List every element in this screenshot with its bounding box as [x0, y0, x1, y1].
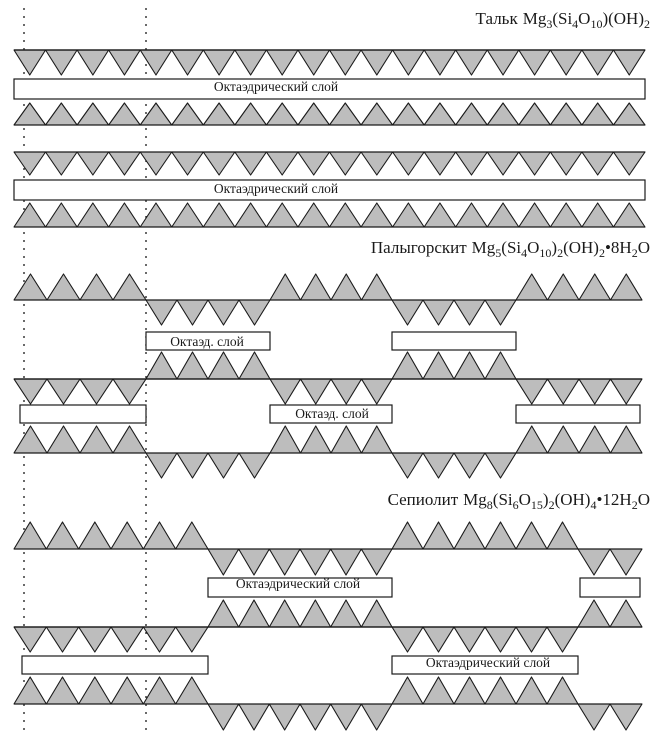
formula-part: (Si	[552, 9, 572, 28]
formula-part: (OH)	[563, 238, 599, 257]
talc-formula: Mg3(Si4O10)(OH)2	[523, 9, 650, 31]
formula-part: 2	[644, 17, 650, 31]
palygorskite-name: Палыгорскит	[371, 238, 467, 257]
sepiolite-octahedral-slab-2	[580, 578, 640, 597]
tetrahedron-strip	[516, 426, 642, 453]
formula-part: (OH)	[555, 490, 591, 509]
tetrahedron-strip	[578, 704, 642, 730]
formula-part: (Si	[501, 238, 521, 257]
formula-part: Mg	[463, 490, 487, 509]
palygorskite-octahedral-slab-3	[20, 405, 146, 423]
formula-part: O	[638, 238, 650, 257]
formula-part: O	[638, 490, 650, 509]
tetrahedron-strip	[516, 379, 642, 404]
tetrahedron-strip	[270, 379, 392, 404]
talc-structure	[14, 50, 645, 227]
tetrahedron-strip	[14, 152, 645, 175]
palygorskite-title: Палыгорскит Mg5(Si4O10)2(OH)2•8H2O	[371, 238, 650, 260]
formula-part: Mg	[523, 9, 547, 28]
palygorskite-structure	[14, 274, 642, 478]
palygorskite-octahedral-slab-5	[516, 405, 640, 423]
tetrahedron-strip	[392, 352, 516, 379]
tetrahedron-strip	[14, 379, 146, 404]
tetrahedron-strip	[270, 426, 392, 453]
formula-part: •8H	[605, 238, 632, 257]
sepiolite-formula: Mg8(Si6O15)2(OH)4•12H2O	[463, 490, 650, 512]
sepiolite-layer-label-2: Октаэдрический слой	[426, 655, 550, 670]
sepiolite-octahedral-slab-3	[22, 656, 208, 674]
tetrahedron-strip	[578, 549, 642, 575]
sepiolite-structure	[14, 522, 642, 730]
formula-part: )(OH)	[602, 9, 644, 28]
tetrahedron-strip	[146, 352, 270, 379]
formula-part: (Si	[493, 490, 513, 509]
formula-part: •12H	[596, 490, 631, 509]
tetrahedron-strip	[14, 677, 208, 704]
sepiolite-name: Сепиолит	[388, 490, 459, 509]
formula-part: 15	[531, 498, 543, 512]
formula-part: O	[578, 9, 590, 28]
tetrahedron-strip	[270, 274, 392, 300]
tetrahedron-strip	[14, 627, 208, 652]
talc-name: Тальк	[476, 9, 519, 28]
tetrahedron-strip	[146, 300, 270, 325]
formula-part: Mg	[472, 238, 496, 257]
tetrahedron-strip	[14, 274, 146, 300]
palygorskite-formula: Mg5(Si4O10)2(OH)2•8H2O	[472, 238, 650, 260]
formula-part: 10	[590, 17, 602, 31]
tetrahedron-strip	[14, 426, 146, 453]
tetrahedron-strip	[208, 704, 392, 730]
tetrahedron-strip	[208, 600, 392, 627]
tetrahedron-strip	[516, 274, 642, 300]
tetrahedron-strip	[392, 300, 516, 325]
tetrahedron-strip	[392, 627, 578, 652]
tetrahedron-strip	[146, 453, 270, 478]
talc-layer-label-1: Октаэдрический слой	[214, 79, 338, 94]
tetrahedron-strip	[14, 522, 208, 549]
tetrahedron-strip	[14, 50, 645, 75]
formula-part: 10	[539, 246, 551, 260]
palygorskite-octahedral-slab-2	[392, 332, 516, 350]
tetrahedron-strip	[578, 600, 642, 627]
tetrahedron-strip	[392, 677, 578, 704]
palygorskite-layer-label-2: Октаэд. слой	[295, 406, 369, 421]
sepiolite-layer-label-1: Октаэдрический слой	[236, 576, 360, 591]
tetrahedron-strip	[14, 103, 645, 125]
tetrahedron-strip	[392, 522, 578, 549]
tetrahedron-strip	[208, 549, 392, 575]
formula-part: O	[527, 238, 539, 257]
talc-layer-label-2: Октаэдрический слой	[214, 181, 338, 196]
palygorskite-layer-label-1: Октаэд. слой	[170, 334, 244, 349]
formula-part: O	[519, 490, 531, 509]
tetrahedron-strip	[392, 453, 516, 478]
tetrahedron-strip	[14, 203, 645, 227]
